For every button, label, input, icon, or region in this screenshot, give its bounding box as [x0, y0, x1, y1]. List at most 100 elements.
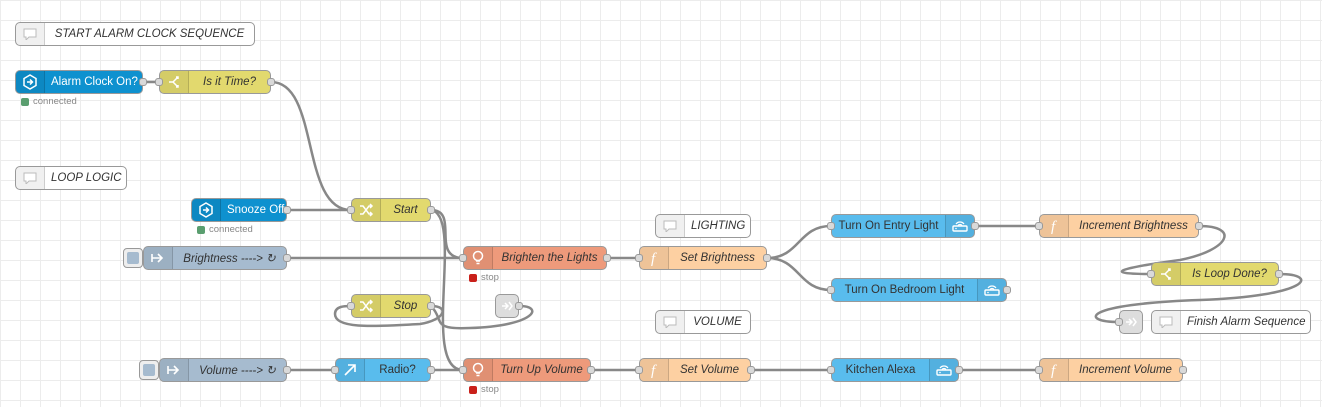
status-dot-red — [469, 385, 477, 394]
switch-arrows-icon — [160, 71, 189, 93]
hexagon-arrow-icon — [192, 199, 221, 221]
node-set-volume[interactable]: f Set Volume — [635, 358, 755, 382]
input-port[interactable] — [459, 366, 467, 374]
output-port[interactable] — [267, 78, 275, 86]
input-port[interactable] — [1115, 318, 1123, 326]
comment-icon — [1152, 311, 1181, 333]
output-port[interactable] — [515, 302, 523, 310]
input-port[interactable] — [1035, 366, 1043, 374]
input-port[interactable] — [331, 366, 339, 374]
node-is-loop-done[interactable]: Is Loop Done? — [1147, 262, 1283, 286]
node-link-loop-out[interactable] — [1115, 310, 1143, 334]
node-brightness-inject[interactable]: Brightness ----> ↻ — [143, 246, 291, 270]
svg-text:f: f — [651, 363, 657, 378]
comment-start-alarm[interactable]: START ALARM CLOCK SEQUENCE — [15, 22, 255, 46]
input-port[interactable] — [347, 206, 355, 214]
status-dot-green — [197, 225, 205, 234]
output-port[interactable] — [1275, 270, 1283, 278]
inject-arrow-icon — [160, 359, 189, 381]
input-port[interactable] — [1035, 222, 1043, 230]
comment-icon — [16, 23, 45, 45]
comment-icon — [656, 311, 685, 333]
output-port[interactable] — [139, 78, 147, 86]
node-radio[interactable]: Radio? — [331, 358, 435, 382]
hexagon-arrow-icon — [16, 71, 45, 93]
function-f-icon: f — [1040, 215, 1069, 237]
function-f-icon: f — [640, 359, 669, 381]
comment-volume[interactable]: VOLUME — [655, 310, 751, 334]
lightbulb-icon — [464, 359, 493, 381]
output-port[interactable] — [427, 206, 435, 214]
node-turn-on-entry-light[interactable]: Turn On Entry Light — [827, 214, 979, 238]
node-turn-up-volume[interactable]: Turn Up Volume — [459, 358, 595, 382]
shuffle-icon — [352, 295, 381, 317]
inject-arrow-icon — [144, 247, 173, 269]
svg-text:f: f — [1051, 219, 1057, 234]
node-is-it-time[interactable]: Is it Time? — [155, 70, 275, 94]
wire-start-to-volume — [430, 208, 464, 372]
input-port[interactable] — [459, 254, 467, 262]
router-icon — [929, 359, 958, 381]
output-port[interactable] — [283, 366, 291, 374]
status-dot-red — [469, 273, 477, 282]
wire-start-to-brighten — [430, 208, 464, 260]
node-increment-brightness[interactable]: f Increment Brightness — [1035, 214, 1203, 238]
output-port[interactable] — [587, 366, 595, 374]
node-volume-inject[interactable]: Volume ----> ↻ — [159, 358, 291, 382]
output-port[interactable] — [603, 254, 611, 262]
diagonal-arrow-icon — [336, 359, 365, 381]
node-turn-on-bedroom-light[interactable]: Turn On Bedroom Light — [827, 278, 1011, 302]
output-port[interactable] — [1003, 286, 1011, 294]
comment-icon — [16, 167, 45, 189]
function-f-icon: f — [1040, 359, 1069, 381]
output-port[interactable] — [1195, 222, 1203, 230]
input-port[interactable] — [635, 254, 643, 262]
node-brighten-lights[interactable]: Brighten the Lights — [459, 246, 611, 270]
status-brighten-stop: stop — [469, 272, 499, 283]
input-port[interactable] — [635, 366, 643, 374]
wire-istime-to-start — [270, 80, 352, 212]
output-port[interactable] — [427, 366, 435, 374]
wire-stop-to-link — [333, 304, 444, 328]
status-volume-stop: stop — [469, 384, 499, 395]
comment-icon — [656, 215, 685, 237]
output-port[interactable] — [955, 366, 963, 374]
output-port[interactable] — [283, 254, 291, 262]
router-icon — [977, 279, 1006, 301]
node-alarm-clock-on[interactable]: Alarm Clock On? — [15, 70, 147, 94]
wire-setbright-to-entry — [766, 224, 832, 260]
output-port[interactable] — [747, 366, 755, 374]
node-link-stop[interactable] — [495, 294, 523, 318]
wire-stop-link-loop — [430, 304, 534, 330]
inject-button-brightness[interactable] — [123, 248, 143, 268]
output-port[interactable] — [763, 254, 771, 262]
comment-finish-alarm[interactable]: Finish Alarm Sequence — [1151, 310, 1311, 334]
status-alarm-connected: connected — [21, 96, 77, 107]
input-port[interactable] — [347, 302, 355, 310]
input-port[interactable] — [1147, 270, 1155, 278]
input-port[interactable] — [827, 286, 835, 294]
node-kitchen-alexa[interactable]: Kitchen Alexa — [827, 358, 963, 382]
inject-button-volume[interactable] — [139, 360, 159, 380]
output-port[interactable] — [427, 302, 435, 310]
output-port[interactable] — [283, 206, 291, 214]
output-port[interactable] — [1179, 366, 1187, 374]
comment-loop-logic[interactable]: LOOP LOGIC — [15, 166, 127, 190]
shuffle-icon — [352, 199, 381, 221]
node-increment-volume[interactable]: f Increment Volume — [1035, 358, 1187, 382]
input-port[interactable] — [827, 222, 835, 230]
output-port[interactable] — [971, 222, 979, 230]
switch-arrows-icon — [1152, 263, 1181, 285]
router-icon — [945, 215, 974, 237]
status-dot-green — [21, 97, 29, 106]
input-port[interactable] — [155, 78, 163, 86]
node-snooze-off[interactable]: Snooze Off — [191, 198, 291, 222]
link-icon — [496, 299, 518, 313]
node-stop[interactable]: Stop — [347, 294, 435, 318]
node-set-brightness[interactable]: f Set Brightness — [635, 246, 771, 270]
node-start[interactable]: Start — [347, 198, 435, 222]
input-port[interactable] — [827, 366, 835, 374]
comment-lighting[interactable]: LIGHTING — [655, 214, 751, 238]
lightbulb-icon — [464, 247, 493, 269]
